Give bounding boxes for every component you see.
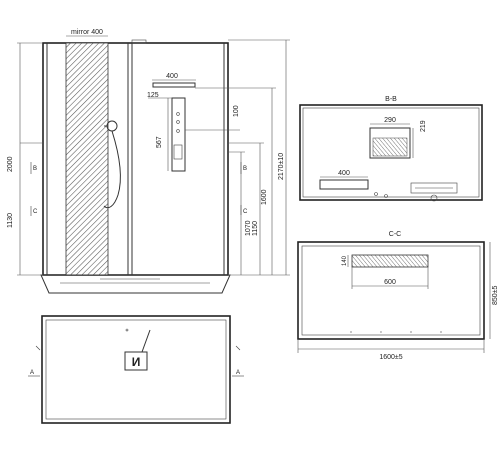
dim-side-offset: 100 [233, 105, 240, 117]
front-view: 400 125 567 100 mirror 400 2000 1130 B C… [7, 29, 290, 294]
top-view-outline [41, 315, 231, 424]
section-c-right: C [243, 209, 248, 215]
dim-height-1130: 1130 [7, 213, 14, 228]
hand-shower-icon [106, 120, 118, 132]
dim-panel-height-bb: 219 [420, 120, 427, 132]
rain-panel [369, 127, 411, 159]
logo-box [124, 351, 148, 371]
dim-top-panel: 400 [166, 73, 178, 80]
dim-width: 1600±5 [379, 354, 402, 361]
section-bb-title: B-B [385, 96, 397, 103]
dim-height-1150: 1150 [252, 221, 259, 236]
dim-panel-height: 567 [156, 136, 163, 148]
section-a-left: A [30, 370, 34, 376]
base-tray [40, 274, 231, 294]
section-cc: C-C 140 600 850±5 1600±5 [297, 231, 499, 361]
dim-height-total: 2000 [7, 156, 14, 172]
mirror-panel [65, 42, 109, 276]
mirror-label: mirror 400 [71, 29, 103, 36]
dim-height-right: 2170±10 [278, 153, 285, 180]
dim-depth: 850±5 [492, 285, 499, 305]
dim-tray-width: 600 [384, 279, 396, 286]
dim-panel-width: 290 [384, 117, 396, 124]
section-cc-title: C-C [389, 231, 401, 238]
top-view: И A A [28, 315, 244, 424]
section-cc-outline [297, 241, 485, 340]
section-b-right: B [243, 166, 247, 172]
section-b-left: B [33, 166, 37, 172]
section-c-left: C [33, 209, 38, 215]
logo-icon: И [132, 355, 141, 369]
dim-panel-offset: 125 [147, 92, 159, 99]
dim-height-1070: 1070 [245, 220, 252, 236]
section-bb-outline [299, 104, 483, 201]
shower-hose [103, 130, 121, 209]
hatched-shelf [351, 254, 429, 268]
shelf [319, 179, 369, 190]
section-a-right: A [236, 370, 240, 376]
control-panel [171, 97, 186, 172]
section-bb: B-B 290 219 400 [299, 96, 483, 202]
dim-tray-height: 140 [342, 255, 348, 266]
dim-height-1600: 1600 [261, 189, 268, 205]
dim-shelf-width: 400 [338, 170, 350, 177]
top-panel [152, 82, 196, 88]
